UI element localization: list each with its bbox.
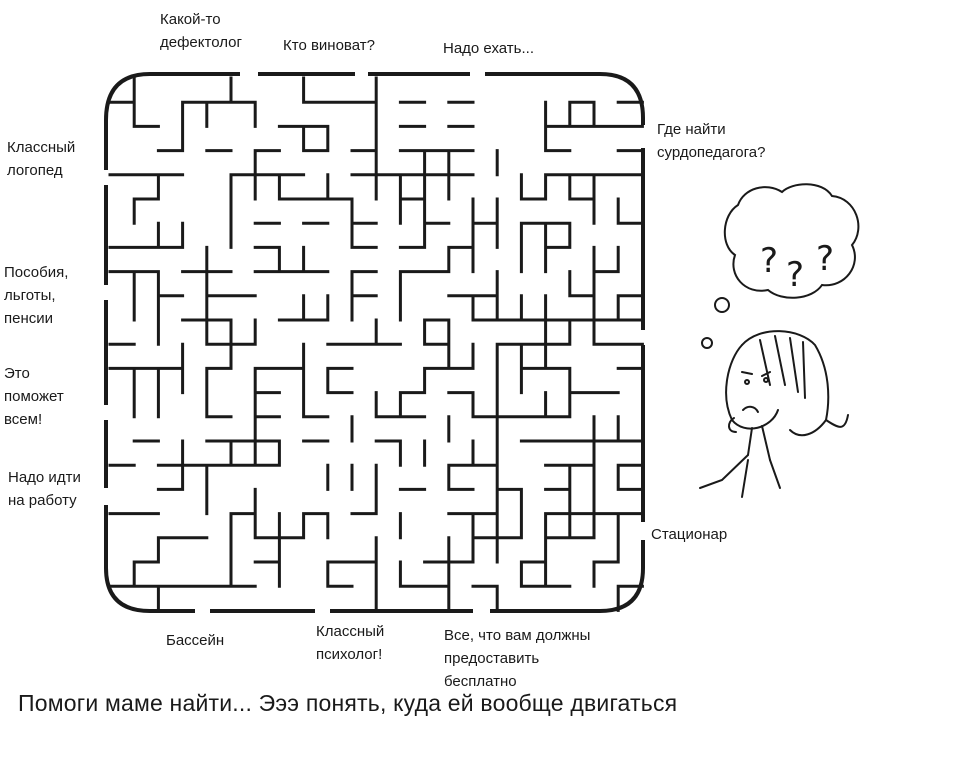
worried-woman-icon: ? ? ?: [699, 183, 860, 498]
maze-walls: [108, 76, 644, 612]
question-mark-3: ?: [816, 239, 834, 279]
exit-label-who-is-guilty: Кто виноват?: [283, 37, 375, 54]
exit-label-defectologist: Какой-то дефектолог: [160, 11, 242, 51]
exit-label-benefits: Пособия, льготы, пенсии: [4, 264, 69, 327]
puzzle-caption: Помоги маме найти... Эээ понять, куда ей…: [18, 690, 678, 716]
exit-label-go-to-work: Надо идти на работу: [8, 469, 81, 509]
exit-label-speech-therapist: Классный логопед: [7, 139, 76, 179]
maze-border: [104, 72, 645, 613]
question-mark-1: ?: [760, 241, 778, 281]
exit-label-help-everyone: Это поможет всем!: [4, 365, 64, 428]
exit-label-free-services: Все, что вам должны предоставить бесплат…: [444, 627, 591, 690]
exit-label-pool: Бассейн: [166, 632, 225, 649]
maze: [108, 76, 644, 612]
exit-label-surdopedagog: Где найти сурдопедагога?: [657, 121, 766, 161]
question-mark-2: ?: [786, 255, 804, 295]
exit-label-psychologist: Классный психолог!: [316, 623, 385, 663]
exit-label-need-to-go: Надо ехать...: [443, 40, 534, 57]
exit-label-hospital: Стационар: [651, 526, 728, 543]
